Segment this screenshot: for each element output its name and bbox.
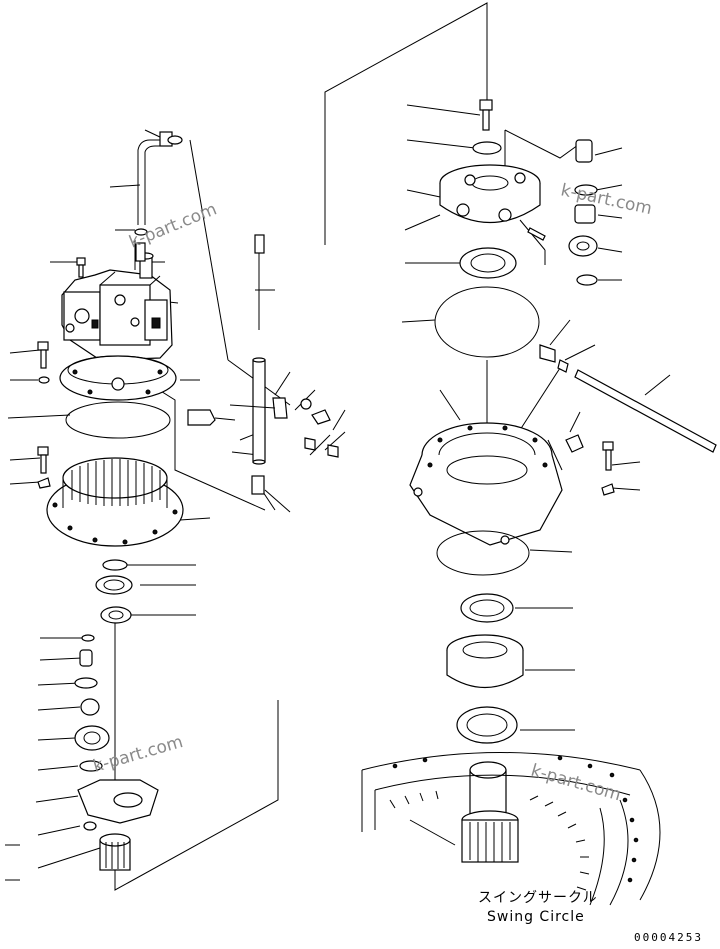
leader-lines-right — [401, 104, 671, 846]
left-lower-parts — [74, 559, 159, 871]
bolt — [76, 257, 86, 278]
caption-japanese: スイングサークル — [478, 890, 598, 906]
drawing-number: 00004253 — [634, 931, 703, 944]
swing-machinery-assembly — [409, 99, 717, 863]
bolt — [37, 341, 49, 369]
caption-english: Swing Circle — [487, 909, 585, 925]
watermark-4: k-part.com — [529, 761, 623, 806]
connector-lines — [114, 2, 579, 891]
left-small-parts — [37, 131, 339, 495]
swing-circle-ring — [361, 752, 661, 906]
bolt — [37, 446, 49, 474]
swing-circle-teeth — [389, 790, 590, 891]
ring-gear-teeth — [71, 459, 161, 506]
leader-lines — [5, 129, 346, 881]
watermark-1: k-part.com — [126, 199, 219, 252]
swing-motor-assembly — [46, 252, 184, 547]
watermark-2: k-part.com — [559, 180, 654, 219]
